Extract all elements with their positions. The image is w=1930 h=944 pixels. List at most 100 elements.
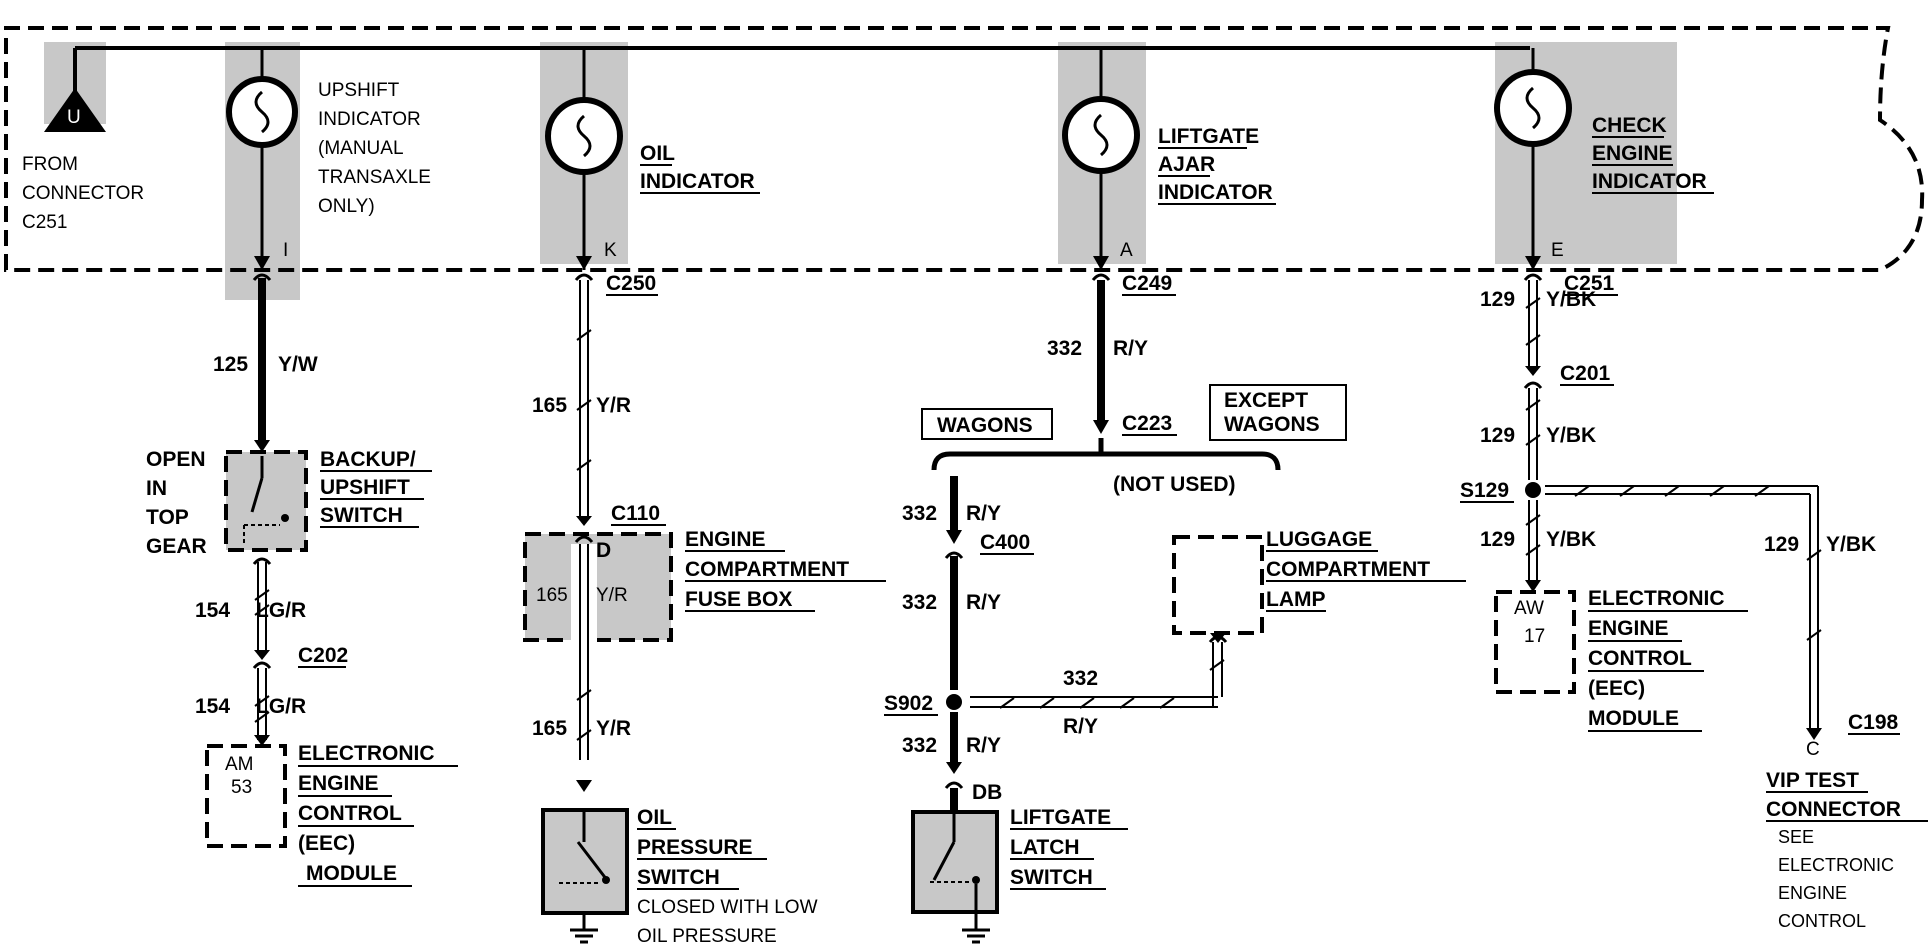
not-used-label: (NOT USED) [1113, 473, 1236, 496]
wagons-box [921, 408, 1053, 440]
liftgate-label-2: AJAR [1158, 153, 1215, 176]
eec2-label-2: ENGINE [1588, 617, 1669, 640]
connector-c400: C400 [980, 531, 1030, 554]
eec2-label-4: (EEC) [1588, 677, 1645, 700]
fuse-label-2: COMPARTMENT [685, 558, 849, 581]
wire-332a-color: R/Y [1113, 337, 1148, 360]
latch-label-1: LIFTGATE [1010, 806, 1111, 829]
connector-c198: C198 [1848, 711, 1899, 734]
fuse-inner-color: Y/R [596, 585, 628, 606]
latch-label-2: LATCH [1010, 836, 1080, 859]
circuit-oil: C250 165 Y/R C110 D 165 Y/R ENGINE COMPA… [523, 272, 886, 944]
vip-label-1: VIP TEST [1766, 769, 1859, 792]
check-label-2: ENGINE [1592, 142, 1673, 165]
connector-c202: C202 [298, 644, 348, 667]
wire-129b-num: 129 [1480, 424, 1515, 447]
option-bracket [931, 451, 1281, 471]
fuse-inner-num: 165 [536, 585, 568, 606]
oil-switch-label-1: OIL [637, 806, 672, 829]
vip-note-4: CONTROL [1778, 911, 1866, 931]
wire-332b-num: 332 [902, 502, 937, 525]
wire-165a-color: Y/R [596, 394, 631, 417]
liftgate-label-3: INDICATOR [1158, 181, 1273, 204]
pin-i: I [283, 240, 288, 261]
circuit-upshift: 125 Y/W OPEN IN TOP GEAR BACKUP/ UPSHIFT… [146, 273, 458, 887]
upshift-label-2: INDICATOR [318, 109, 421, 130]
switch-state-1: OPEN [146, 448, 206, 471]
latch-pin-db: DB [972, 781, 1002, 804]
fuse-label-3: FUSE BOX [685, 588, 792, 611]
wire-165b-color: Y/R [596, 717, 631, 740]
vip-note-1: SEE [1778, 827, 1814, 847]
except-wagons-label-2: WAGONS [1224, 413, 1320, 436]
liftgate-label-1: LIFTGATE [1158, 125, 1259, 148]
pin-k: K [604, 240, 617, 261]
upshift-label-5: ONLY) [318, 196, 375, 217]
vip-label-2: CONNECTOR [1766, 798, 1901, 821]
module-pin-am: AM [225, 754, 254, 775]
except-wagons-box [1209, 384, 1347, 441]
connector-c250: C250 [606, 272, 656, 295]
wire-332c-num: 332 [902, 591, 937, 614]
backup-switch-box [224, 450, 308, 552]
wire-332d-color: R/Y [966, 734, 1001, 757]
pin-a: A [1120, 240, 1133, 261]
circuit-check-engine: C251 129 Y/BK C201 129 Y/BK S129 129 Y/B… [1460, 272, 1928, 931]
wire-125-color: Y/W [278, 353, 318, 376]
eec1-label-5: MODULE [306, 862, 397, 885]
fuse-box [523, 532, 673, 642]
wire-165b-num: 165 [532, 717, 567, 740]
lamp-label-2: COMPARTMENT [1266, 558, 1430, 581]
splice-s902-dot [946, 694, 962, 710]
eec1-label-3: CONTROL [298, 802, 402, 825]
oil-switch-note-1: CLOSED WITH LOW [637, 897, 818, 918]
luggage-lamp-box [1172, 535, 1264, 635]
switch-state-2: IN [146, 477, 167, 500]
vip-wire-num: 129 [1764, 533, 1799, 556]
splice-s129: S129 [1460, 479, 1509, 502]
switch-state-4: GEAR [146, 535, 207, 558]
fuse-label-1: ENGINE [685, 528, 766, 551]
eec-module-box-2 [1494, 590, 1576, 694]
wire-154b-color: LG/R [256, 695, 306, 718]
eec-module-box-1 [205, 744, 287, 848]
wire-154a-color: LG/R [256, 599, 306, 622]
check-label-1: CHECK [1592, 114, 1667, 137]
circuit-liftgate: C249 332 R/Y C223 WAGONS EXCEPT WAGONS (… [884, 272, 1466, 944]
liftgate-indicator: LIFTGATE AJAR INDICATOR A [1062, 48, 1276, 270]
vip-note-3: ENGINE [1778, 883, 1847, 903]
pin-arrows [254, 256, 1541, 270]
connector-c223: C223 [1122, 412, 1172, 435]
except-wagons-label-1: EXCEPT [1224, 389, 1308, 412]
switch-state-3: TOP [146, 506, 189, 529]
eec2-label-1: ELECTRONIC [1588, 587, 1725, 610]
wire-332d-num: 332 [902, 734, 937, 757]
check-engine-indicator: CHECK ENGINE INDICATOR E [1494, 48, 1714, 270]
eec1-label-4: (EEC) [298, 832, 355, 855]
right-shade [1577, 42, 1677, 264]
wire-129b-color: Y/BK [1546, 424, 1596, 447]
eec2-label-3: CONTROL [1588, 647, 1692, 670]
vip-note-2: ELECTRONIC [1778, 855, 1894, 875]
eec2-label-5: MODULE [1588, 707, 1679, 730]
wire-129a-color: Y/BK [1546, 288, 1596, 311]
wire-154b-num: 154 [195, 695, 230, 718]
connector-c249: C249 [1122, 272, 1172, 295]
backup-switch-label-3: SWITCH [320, 504, 403, 527]
cluster-boundary [4, 26, 1925, 272]
lamp-wire-color: R/Y [1063, 715, 1098, 738]
module-pin-53: 53 [231, 777, 252, 798]
oil-indicator: OIL INDICATOR K [545, 48, 760, 270]
wagons-label: WAGONS [937, 414, 1033, 437]
switch-contact-icon [250, 477, 264, 513]
fuse-pin-d: D [596, 539, 611, 562]
oil-switch-label-2: PRESSURE [637, 836, 753, 859]
backup-switch-label-2: UPSHIFT [320, 476, 410, 499]
oil-switch-note-2: OIL PRESSURE [637, 926, 777, 944]
connector-c201: C201 [1560, 362, 1611, 385]
upshift-label-3: (MANUAL [318, 138, 404, 159]
wire-332b-color: R/Y [966, 502, 1001, 525]
connector-c251: C251 [1564, 272, 1615, 295]
connector-c110: C110 [611, 502, 660, 525]
